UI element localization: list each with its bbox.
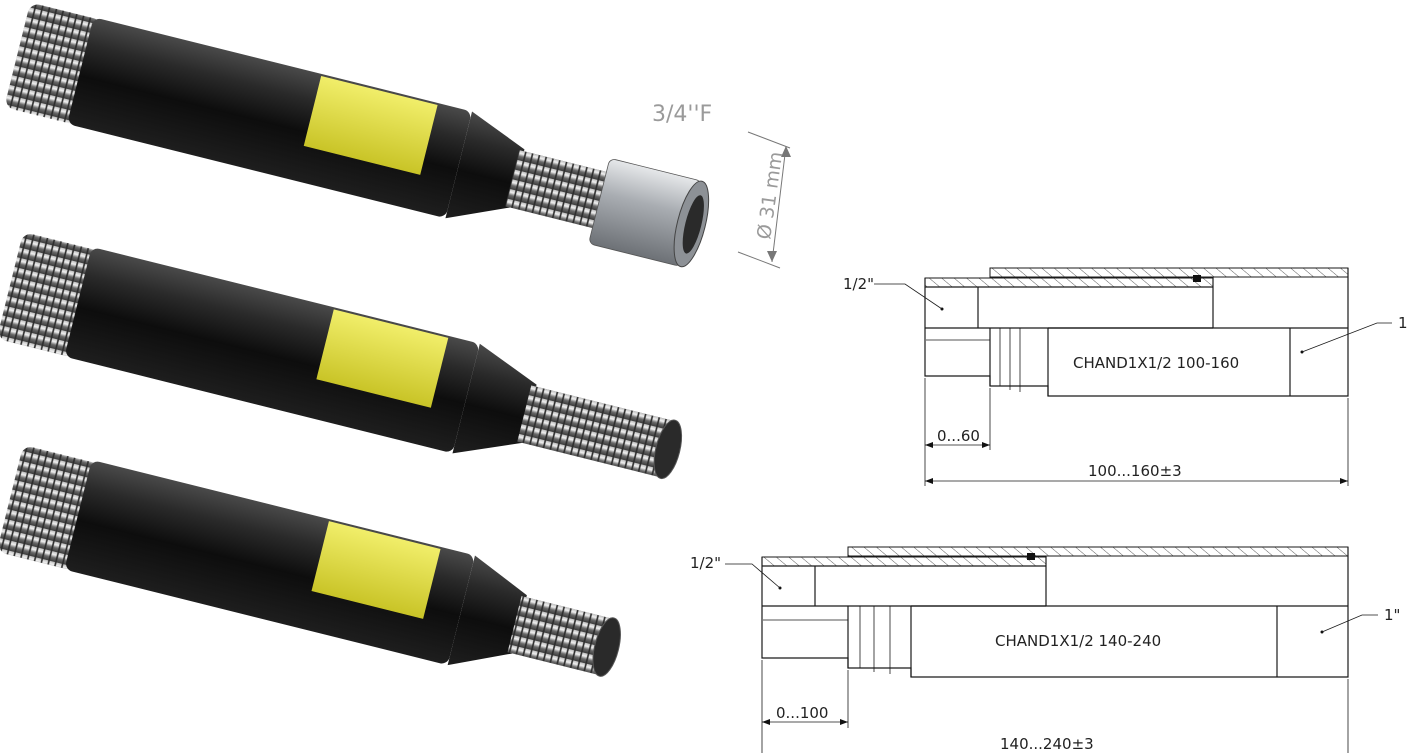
part-code: CHAND1X1/2 140-240: [995, 632, 1161, 650]
small-thread: [517, 385, 677, 478]
short-dimension: 0...100: [776, 704, 828, 722]
tube-taper: [452, 343, 537, 454]
tube-with-nut: [6, 4, 710, 268]
technical-drawing-140-240: CHAND1X1/2 140-240 1/2" 1" 0...100 140..…: [690, 546, 1400, 753]
product-label: [311, 521, 441, 619]
diameter-label: Ø 31 mm: [753, 150, 787, 240]
short-dimension: 0...60: [937, 427, 980, 445]
seal-marker: [1193, 275, 1201, 282]
product-label: [303, 75, 438, 175]
left-connection-label: 1/2": [690, 554, 721, 572]
total-dimension: 140...240±3: [1000, 735, 1094, 753]
seal-marker: [1027, 553, 1035, 560]
left-connection-label: 1/2": [843, 275, 874, 293]
tube-medium: [0, 234, 683, 480]
total-dimension: 100...160±3: [1088, 462, 1182, 480]
right-connection-label: 1: [1398, 314, 1407, 332]
diameter-dimension-line: [747, 131, 791, 149]
thread-size-label: 3/4''F: [652, 102, 712, 127]
product-label: [316, 309, 449, 408]
part-code: CHAND1X1/2 100-160: [1073, 354, 1239, 372]
tube-taper: [445, 111, 525, 219]
tube-body: [66, 248, 479, 452]
small-thread: [507, 595, 614, 676]
right-connection-label: 1": [1384, 606, 1400, 624]
tube-body: [66, 461, 474, 664]
tube-short: [0, 447, 621, 677]
technical-drawing-100-160: CHAND1X1/2 100-160 1/2" 1 0...60 100...1…: [843, 267, 1407, 486]
small-thread: [505, 150, 617, 231]
tube-taper: [447, 555, 527, 666]
tube-body: [68, 18, 471, 217]
